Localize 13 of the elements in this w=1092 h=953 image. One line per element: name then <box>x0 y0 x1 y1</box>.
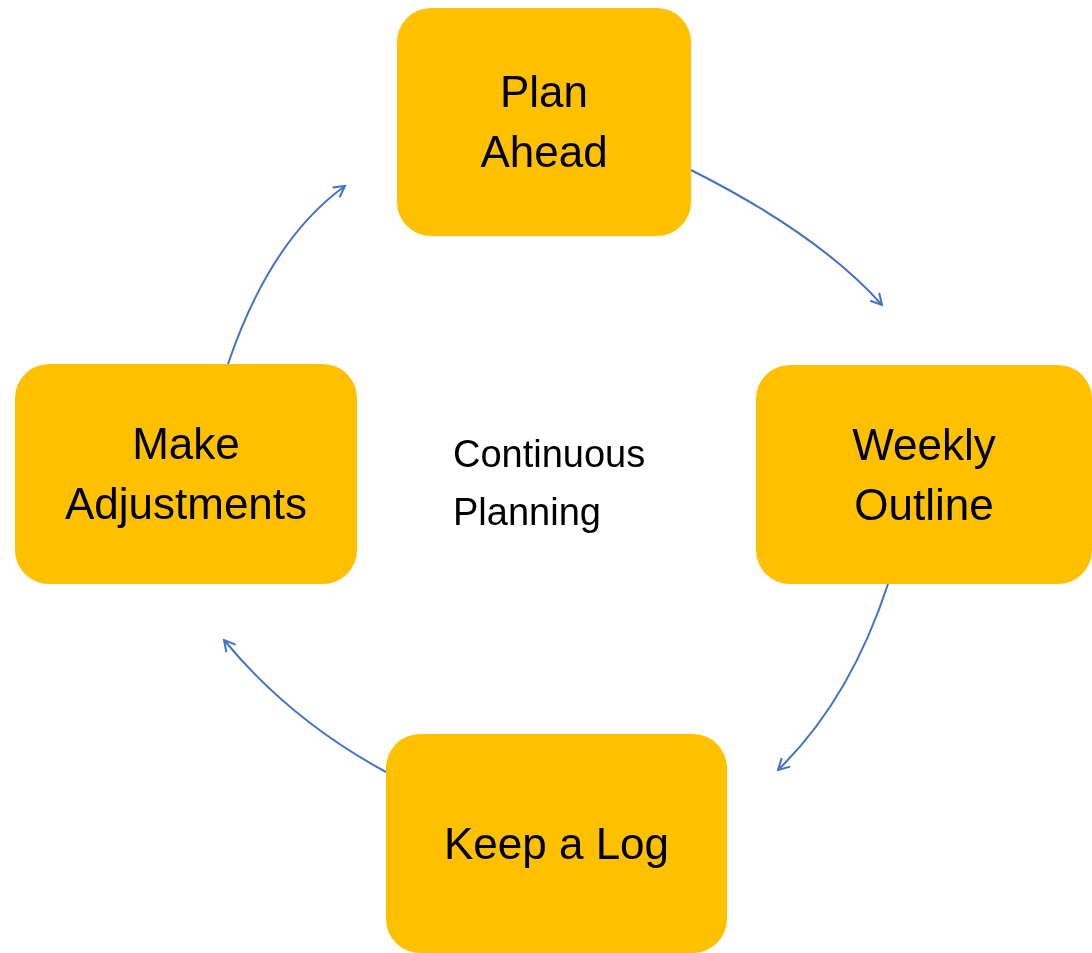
center-label: Continuous Planning <box>453 432 647 535</box>
process-box <box>15 364 357 584</box>
process-box <box>756 365 1092 584</box>
box-label: Plan Ahead <box>479 66 609 178</box>
curved-arrow <box>227 185 346 365</box>
curved-arrow <box>223 639 387 773</box>
box-label: Make Adjustments <box>63 418 309 530</box>
process-box <box>397 8 691 236</box>
box-label: Keep a Log <box>443 817 670 870</box>
box-label: Weekly Outline <box>851 418 997 531</box>
process-box <box>386 734 727 953</box>
curved-arrow <box>690 169 883 306</box>
curved-arrow <box>777 583 889 771</box>
